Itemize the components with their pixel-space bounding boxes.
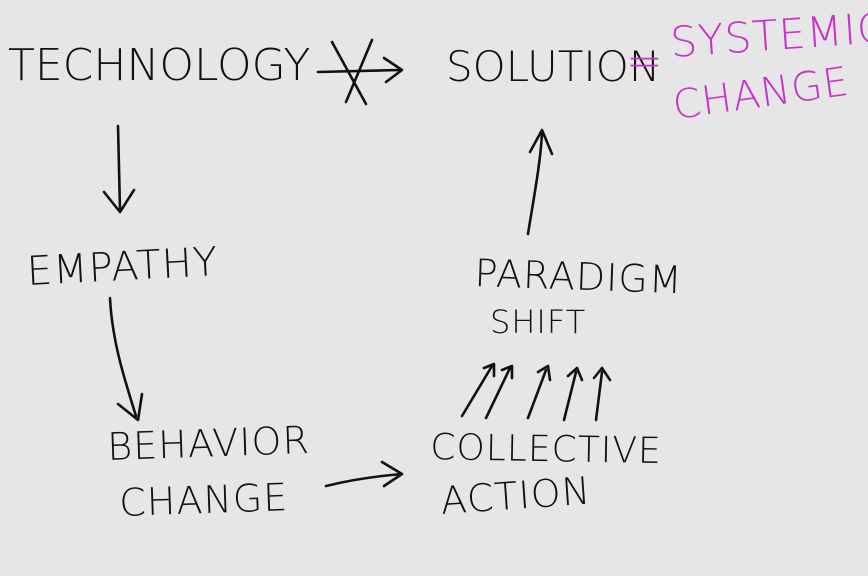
node-paradigm-shift-line1: PARADIGM (473, 251, 684, 303)
node-empathy: EMPATHY (25, 239, 220, 295)
arrow-paradigm-to-solution (526, 128, 554, 236)
node-solution: SOLUTION (446, 42, 661, 91)
arrow-empathy-to-behavior (108, 296, 144, 422)
node-collective-action-line1: COLLECTIVE (429, 427, 663, 473)
arrow-behavior-to-collective (324, 460, 404, 488)
node-technology: TECHNOLOGY (8, 40, 311, 91)
arrows-collective-to-paradigm (460, 362, 612, 422)
arrow-technology-to-empathy (102, 124, 136, 214)
equals-sign: = (626, 36, 664, 87)
node-behavior-change-line1: BEHAVIOR (106, 417, 311, 469)
crossed-arrow-technology-to-solution (316, 38, 404, 106)
node-behavior-change-line2: CHANGE (118, 475, 289, 525)
node-paradigm-shift-line2: SHIFT (490, 303, 587, 341)
node-collective-action-line2: ACTION (439, 468, 593, 523)
